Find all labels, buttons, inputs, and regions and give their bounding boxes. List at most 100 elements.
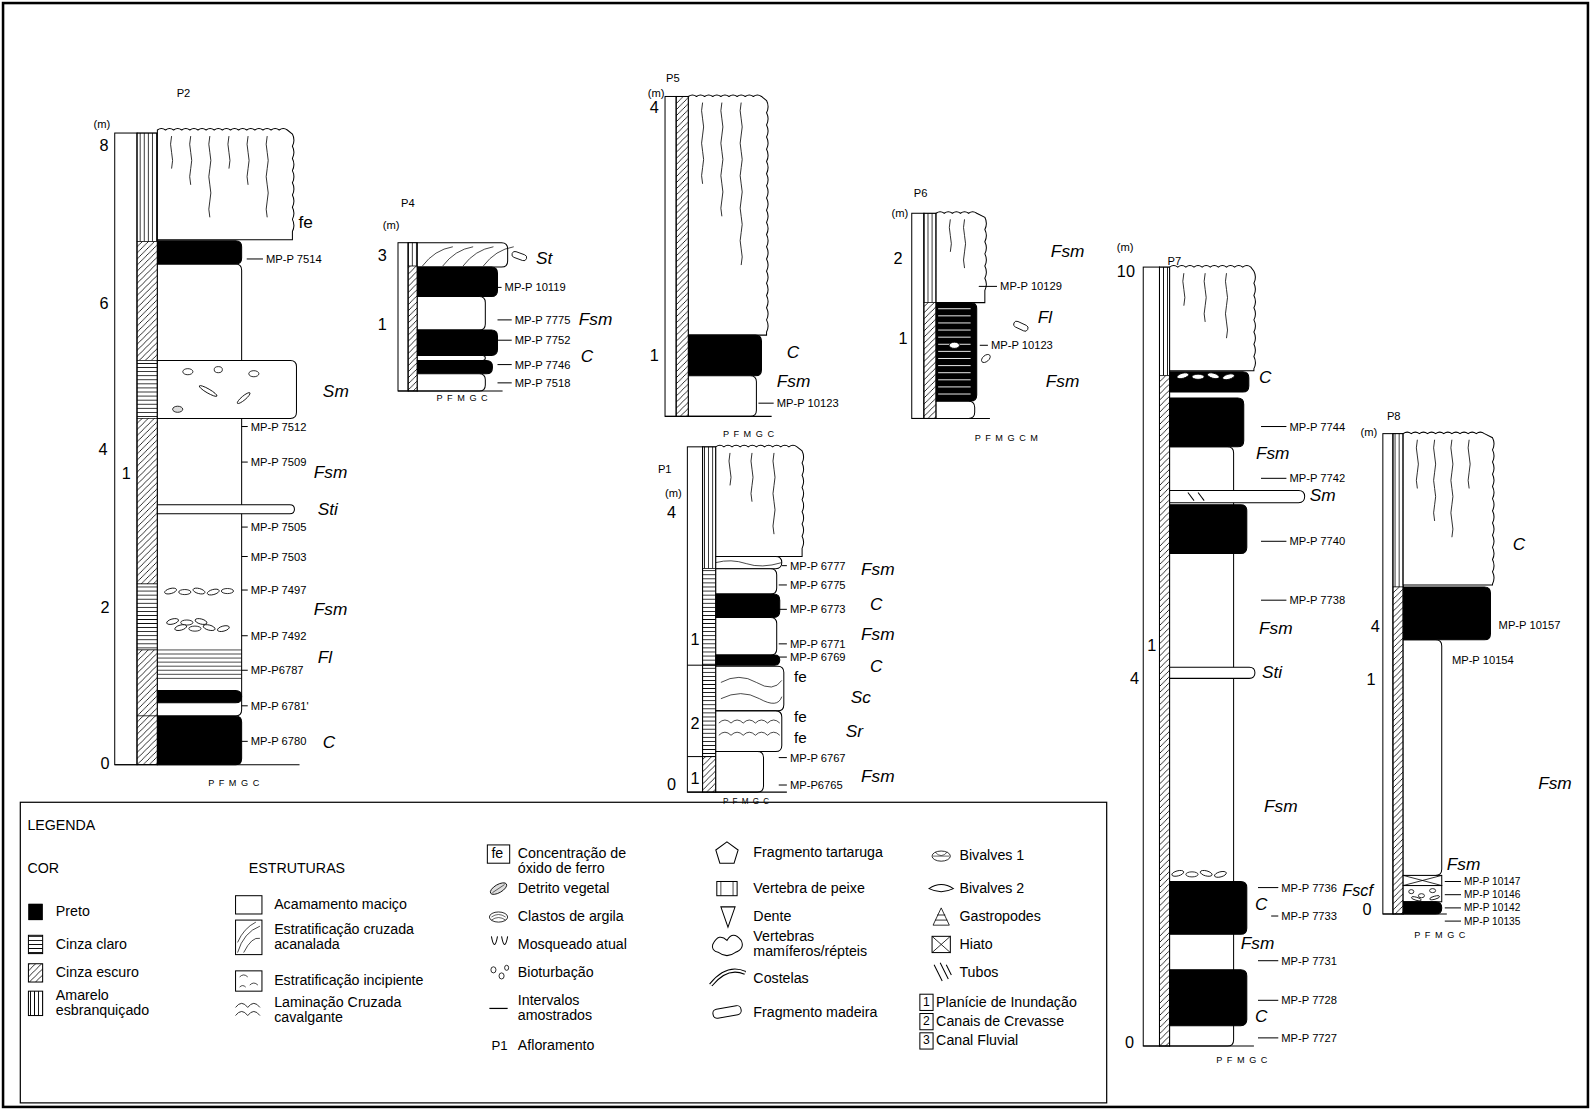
sample-tick <box>242 426 248 427</box>
grain-size-axis <box>665 416 772 417</box>
grain-size-axis <box>687 792 787 793</box>
legend-text: Estratificação incipiente <box>274 973 423 989</box>
grain-size-axis <box>115 764 300 765</box>
grain-size-axis <box>398 390 503 391</box>
lamination <box>938 315 970 316</box>
environment-number: 3 <box>923 1034 930 1047</box>
bioturbation-symbol <box>183 369 193 375</box>
scale-number: 0 <box>667 776 676 794</box>
sample-id: MP-P 7514 <box>266 253 322 265</box>
facies-code: C <box>870 658 882 677</box>
color-strip <box>676 96 688 416</box>
column-label: (m) <box>665 486 682 498</box>
sample-tick <box>1258 1037 1278 1038</box>
sample-id: MP-P 7742 <box>1289 472 1345 484</box>
color-strip-outline <box>703 447 716 792</box>
bioturbation-symbol <box>505 965 509 970</box>
sample-id: MP-P 7509 <box>251 456 307 468</box>
grain-size-axis <box>1383 913 1447 914</box>
sample-id: MP-P 6777 <box>790 560 846 572</box>
structure-swatch <box>240 975 258 987</box>
facies-code: Sti <box>318 500 338 519</box>
grain-size-scale: P F M G C <box>723 430 775 440</box>
bivalve-symbol <box>179 590 191 595</box>
sample-tick <box>779 757 787 758</box>
color-strip-outline <box>408 243 417 391</box>
color-swatch <box>28 991 42 1015</box>
sample-tick <box>1445 894 1461 895</box>
facies-code: Fsm <box>1256 444 1290 463</box>
environment-number: 1 <box>690 631 699 649</box>
sediment-bed <box>936 401 975 418</box>
facies-code: Fsm <box>314 464 348 483</box>
gastropod-symbol <box>933 908 949 925</box>
bivalve-symbol <box>207 588 220 596</box>
sample-id: MP-P 10123 <box>777 397 839 409</box>
facies-code: Fsm <box>579 310 613 329</box>
facies-code: Sm <box>323 383 349 402</box>
bivalve-symbol <box>1207 372 1220 380</box>
column-label: P8 <box>1387 410 1401 422</box>
column-label: (m) <box>891 207 908 219</box>
scale-number: 1 <box>378 316 387 334</box>
scale-number: 10 <box>1117 263 1135 281</box>
clast <box>1409 890 1414 894</box>
fish-vertebra-symbol <box>717 881 737 895</box>
legend-text: Laminação Cruzada cavalgante <box>274 995 416 1026</box>
color-strip <box>1159 376 1169 1046</box>
color-swatch <box>28 964 42 982</box>
climbing-ripples <box>719 720 780 735</box>
sediment-bed <box>716 751 764 792</box>
coal-bed <box>1403 587 1490 640</box>
sample-id: MP-P 7738 <box>1289 594 1345 606</box>
coal-bed <box>417 361 492 374</box>
bivalve-symbol <box>1429 895 1440 901</box>
sample-tick <box>498 287 502 288</box>
color-strip <box>703 569 716 665</box>
legend-text: Amarelo esbranquiçado <box>56 988 168 1019</box>
bivalve-symbol <box>1214 870 1227 878</box>
turtle-fragment-symbol <box>716 842 738 863</box>
sample-tick <box>1261 426 1286 427</box>
cross-strata <box>422 247 452 266</box>
bivalve-symbol <box>1200 869 1213 877</box>
conglomerate-bed <box>1403 886 1442 902</box>
bivalve-symbol <box>221 589 233 594</box>
hiatus-symbol <box>1403 875 1442 885</box>
color-swatch <box>28 904 42 920</box>
facies-code: Fl <box>1038 308 1052 327</box>
fish-vertebra-symbol <box>721 881 733 895</box>
structure-swatch <box>236 896 262 914</box>
sample-tick <box>1271 916 1278 917</box>
legend-text: Cinza claro <box>56 937 127 953</box>
facies-code: Sm <box>1310 487 1336 506</box>
weathered-top <box>157 128 294 239</box>
sample-id: MP-P 10135 <box>1464 916 1520 927</box>
legend-heading: COR <box>27 860 59 876</box>
facies-code: Fsm <box>861 767 895 786</box>
root-mottle <box>247 136 249 185</box>
bioturbation-symbol <box>499 973 504 979</box>
environment-number: 1 <box>1147 637 1156 655</box>
tube-symbol <box>1188 493 1194 501</box>
sample-tick <box>779 657 787 658</box>
sample-id: MP-P 7503 <box>251 550 307 562</box>
sample-tick <box>1258 1000 1278 1001</box>
weathered-top <box>1403 432 1494 585</box>
root-mottle <box>1416 440 1418 489</box>
sample-tick <box>242 705 248 706</box>
color-strip-outline <box>137 133 157 765</box>
sample-id: MP-P 7733 <box>1281 910 1337 922</box>
environment-boundary <box>687 665 715 666</box>
facies-code: Fsm <box>1046 372 1080 391</box>
environment-bar <box>912 213 924 418</box>
color-strip <box>1159 267 1169 376</box>
lamination <box>938 322 970 323</box>
legend-text: Afloramento <box>518 1038 595 1054</box>
legend-text: Canal Fluvial <box>936 1033 1018 1049</box>
sample-id: MP-P 7497 <box>251 584 307 596</box>
bivalve-symbol <box>1176 372 1189 380</box>
scale-number: 3 <box>378 247 387 265</box>
scale-number: 0 <box>1363 901 1372 919</box>
sample-tick <box>779 643 787 644</box>
